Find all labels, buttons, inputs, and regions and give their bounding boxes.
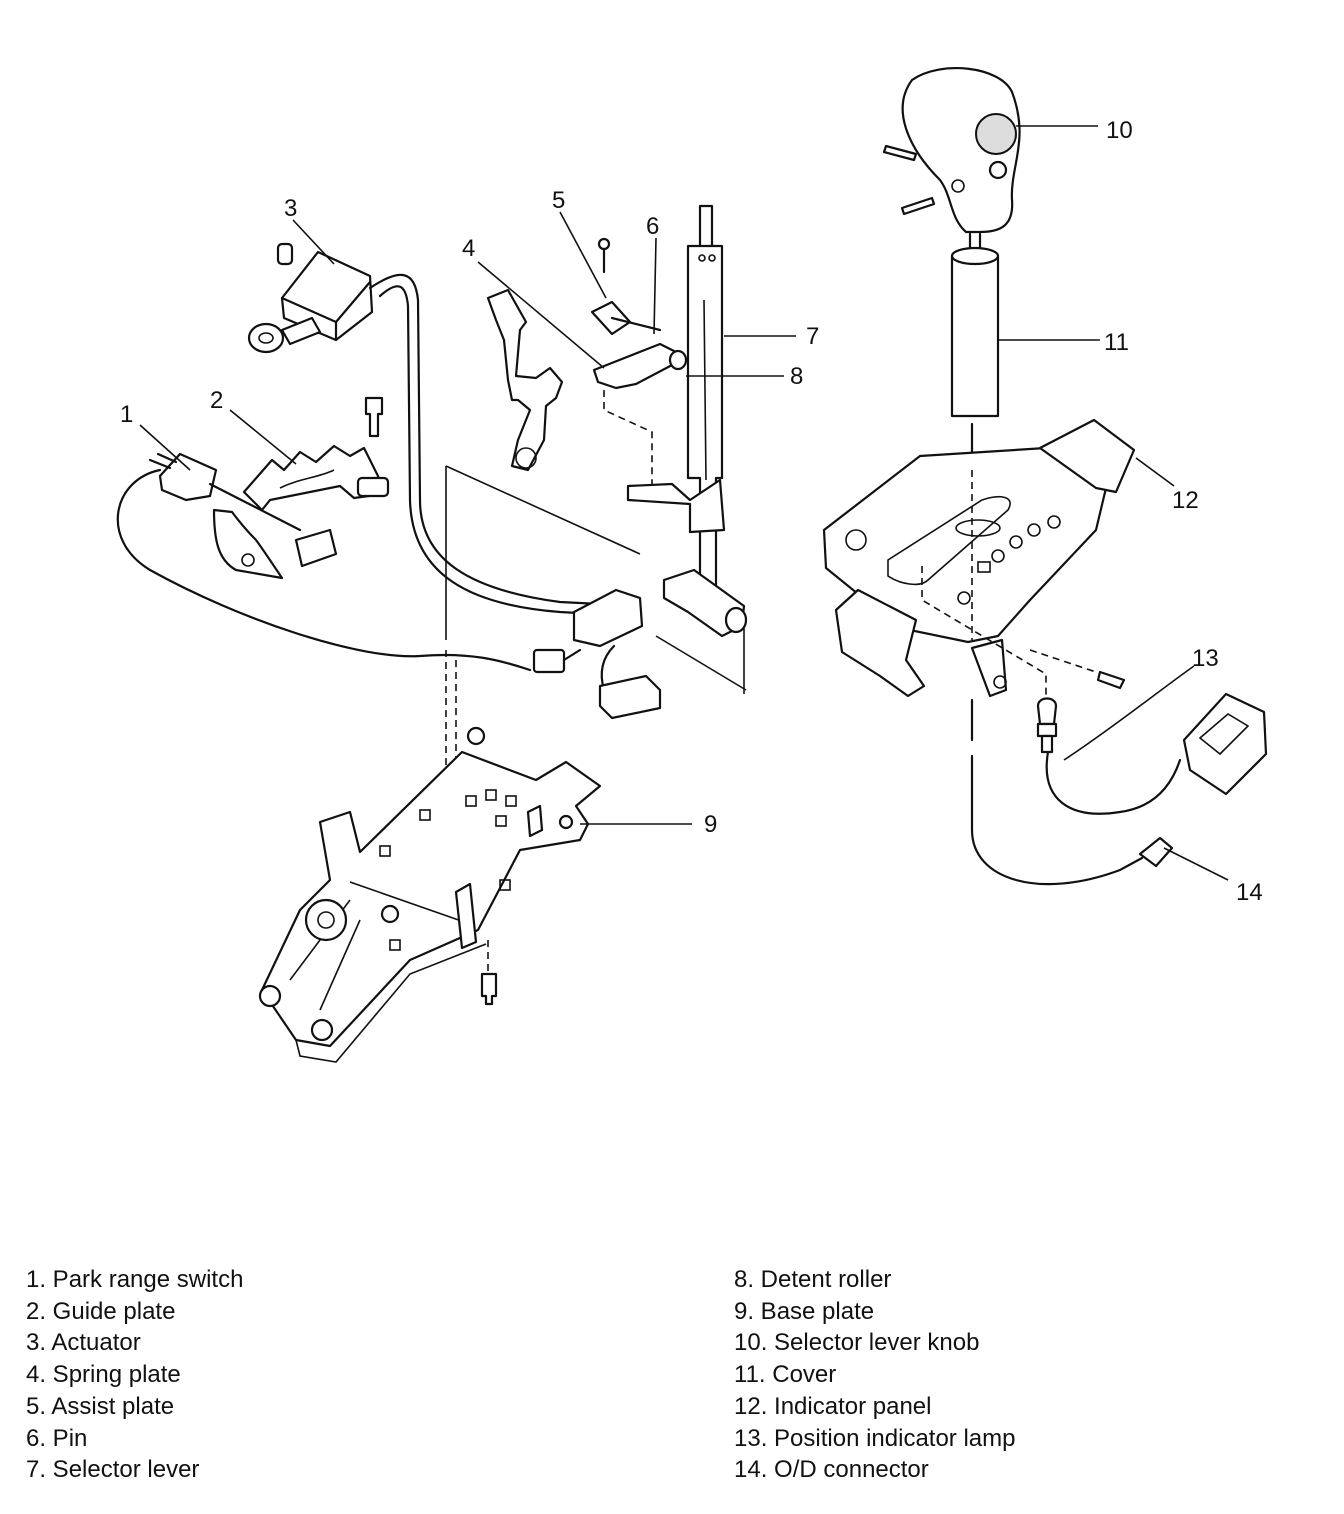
cover-drawing xyxy=(950,232,1000,466)
legend-item: 12. Indicator panel xyxy=(734,1392,932,1420)
legend-item: 13. Position indicator lamp xyxy=(734,1424,1016,1452)
indicator-lamp-drawing xyxy=(1036,692,1268,815)
legend-right-column: 8. Detent roller 9. Base plate 10. Selec… xyxy=(734,1264,1015,1486)
legend-item: 11. Cover xyxy=(734,1361,837,1389)
od-connector-drawing xyxy=(970,754,1174,886)
selector-lever-drawing xyxy=(626,204,748,638)
callout-6: 6 xyxy=(646,213,659,240)
leader-lines xyxy=(139,125,1229,881)
callout-7: 7 xyxy=(806,323,819,350)
assist-plate-drawing xyxy=(590,237,662,336)
indicator-panel-drawing xyxy=(822,418,1136,742)
legend-left-column: 1. Park range switch 2. Guide plate 3. A… xyxy=(26,1264,243,1486)
callout-1: 1 xyxy=(120,401,133,428)
legend-item: 10. Selector lever knob xyxy=(734,1329,980,1357)
callout-numbers: 1 2 3 4 5 6 7 8 9 10 11 12 13 14 xyxy=(120,117,1263,906)
callout-11: 11 xyxy=(1104,329,1129,356)
legend-item: 4. Spring plate xyxy=(26,1361,181,1389)
callout-10: 10 xyxy=(1106,117,1133,144)
base-plate-drawing xyxy=(258,726,602,1063)
guide-plate-drawing xyxy=(242,396,390,512)
legend-item: 5. Assist plate xyxy=(26,1392,175,1420)
spring-plate-drawing xyxy=(486,288,564,472)
legend-item: 6. Pin xyxy=(26,1424,88,1452)
actuator-drawing xyxy=(247,242,602,616)
harness-connector-drawing xyxy=(572,588,662,720)
callout-8: 8 xyxy=(790,363,803,390)
callout-14: 14 xyxy=(1236,879,1263,906)
legend-item: 8. Detent roller xyxy=(734,1266,892,1293)
callout-5: 5 xyxy=(552,187,565,214)
legend-item: 7. Selector lever xyxy=(26,1456,200,1484)
callout-13: 13 xyxy=(1192,645,1219,672)
legend-item: 14. O/D connector xyxy=(734,1456,929,1484)
callout-9: 9 xyxy=(704,811,717,838)
legend-item: 3. Actuator xyxy=(26,1329,141,1357)
callout-4: 4 xyxy=(462,235,475,262)
callout-3: 3 xyxy=(284,195,297,222)
callout-12: 12 xyxy=(1172,487,1199,514)
legend-item: 9. Base plate xyxy=(734,1297,875,1325)
park-range-switch-drawing xyxy=(116,452,582,674)
exploded-diagram: 1 2 3 4 5 6 7 8 9 10 11 12 13 14 xyxy=(116,67,1268,1063)
selector-knob-drawing xyxy=(882,67,1021,234)
legend-item: 2. Guide plate xyxy=(26,1297,176,1325)
legend-item: 1. Park range switch xyxy=(26,1266,244,1293)
detent-roller-drawing xyxy=(592,342,688,490)
callout-2: 2 xyxy=(210,387,223,414)
